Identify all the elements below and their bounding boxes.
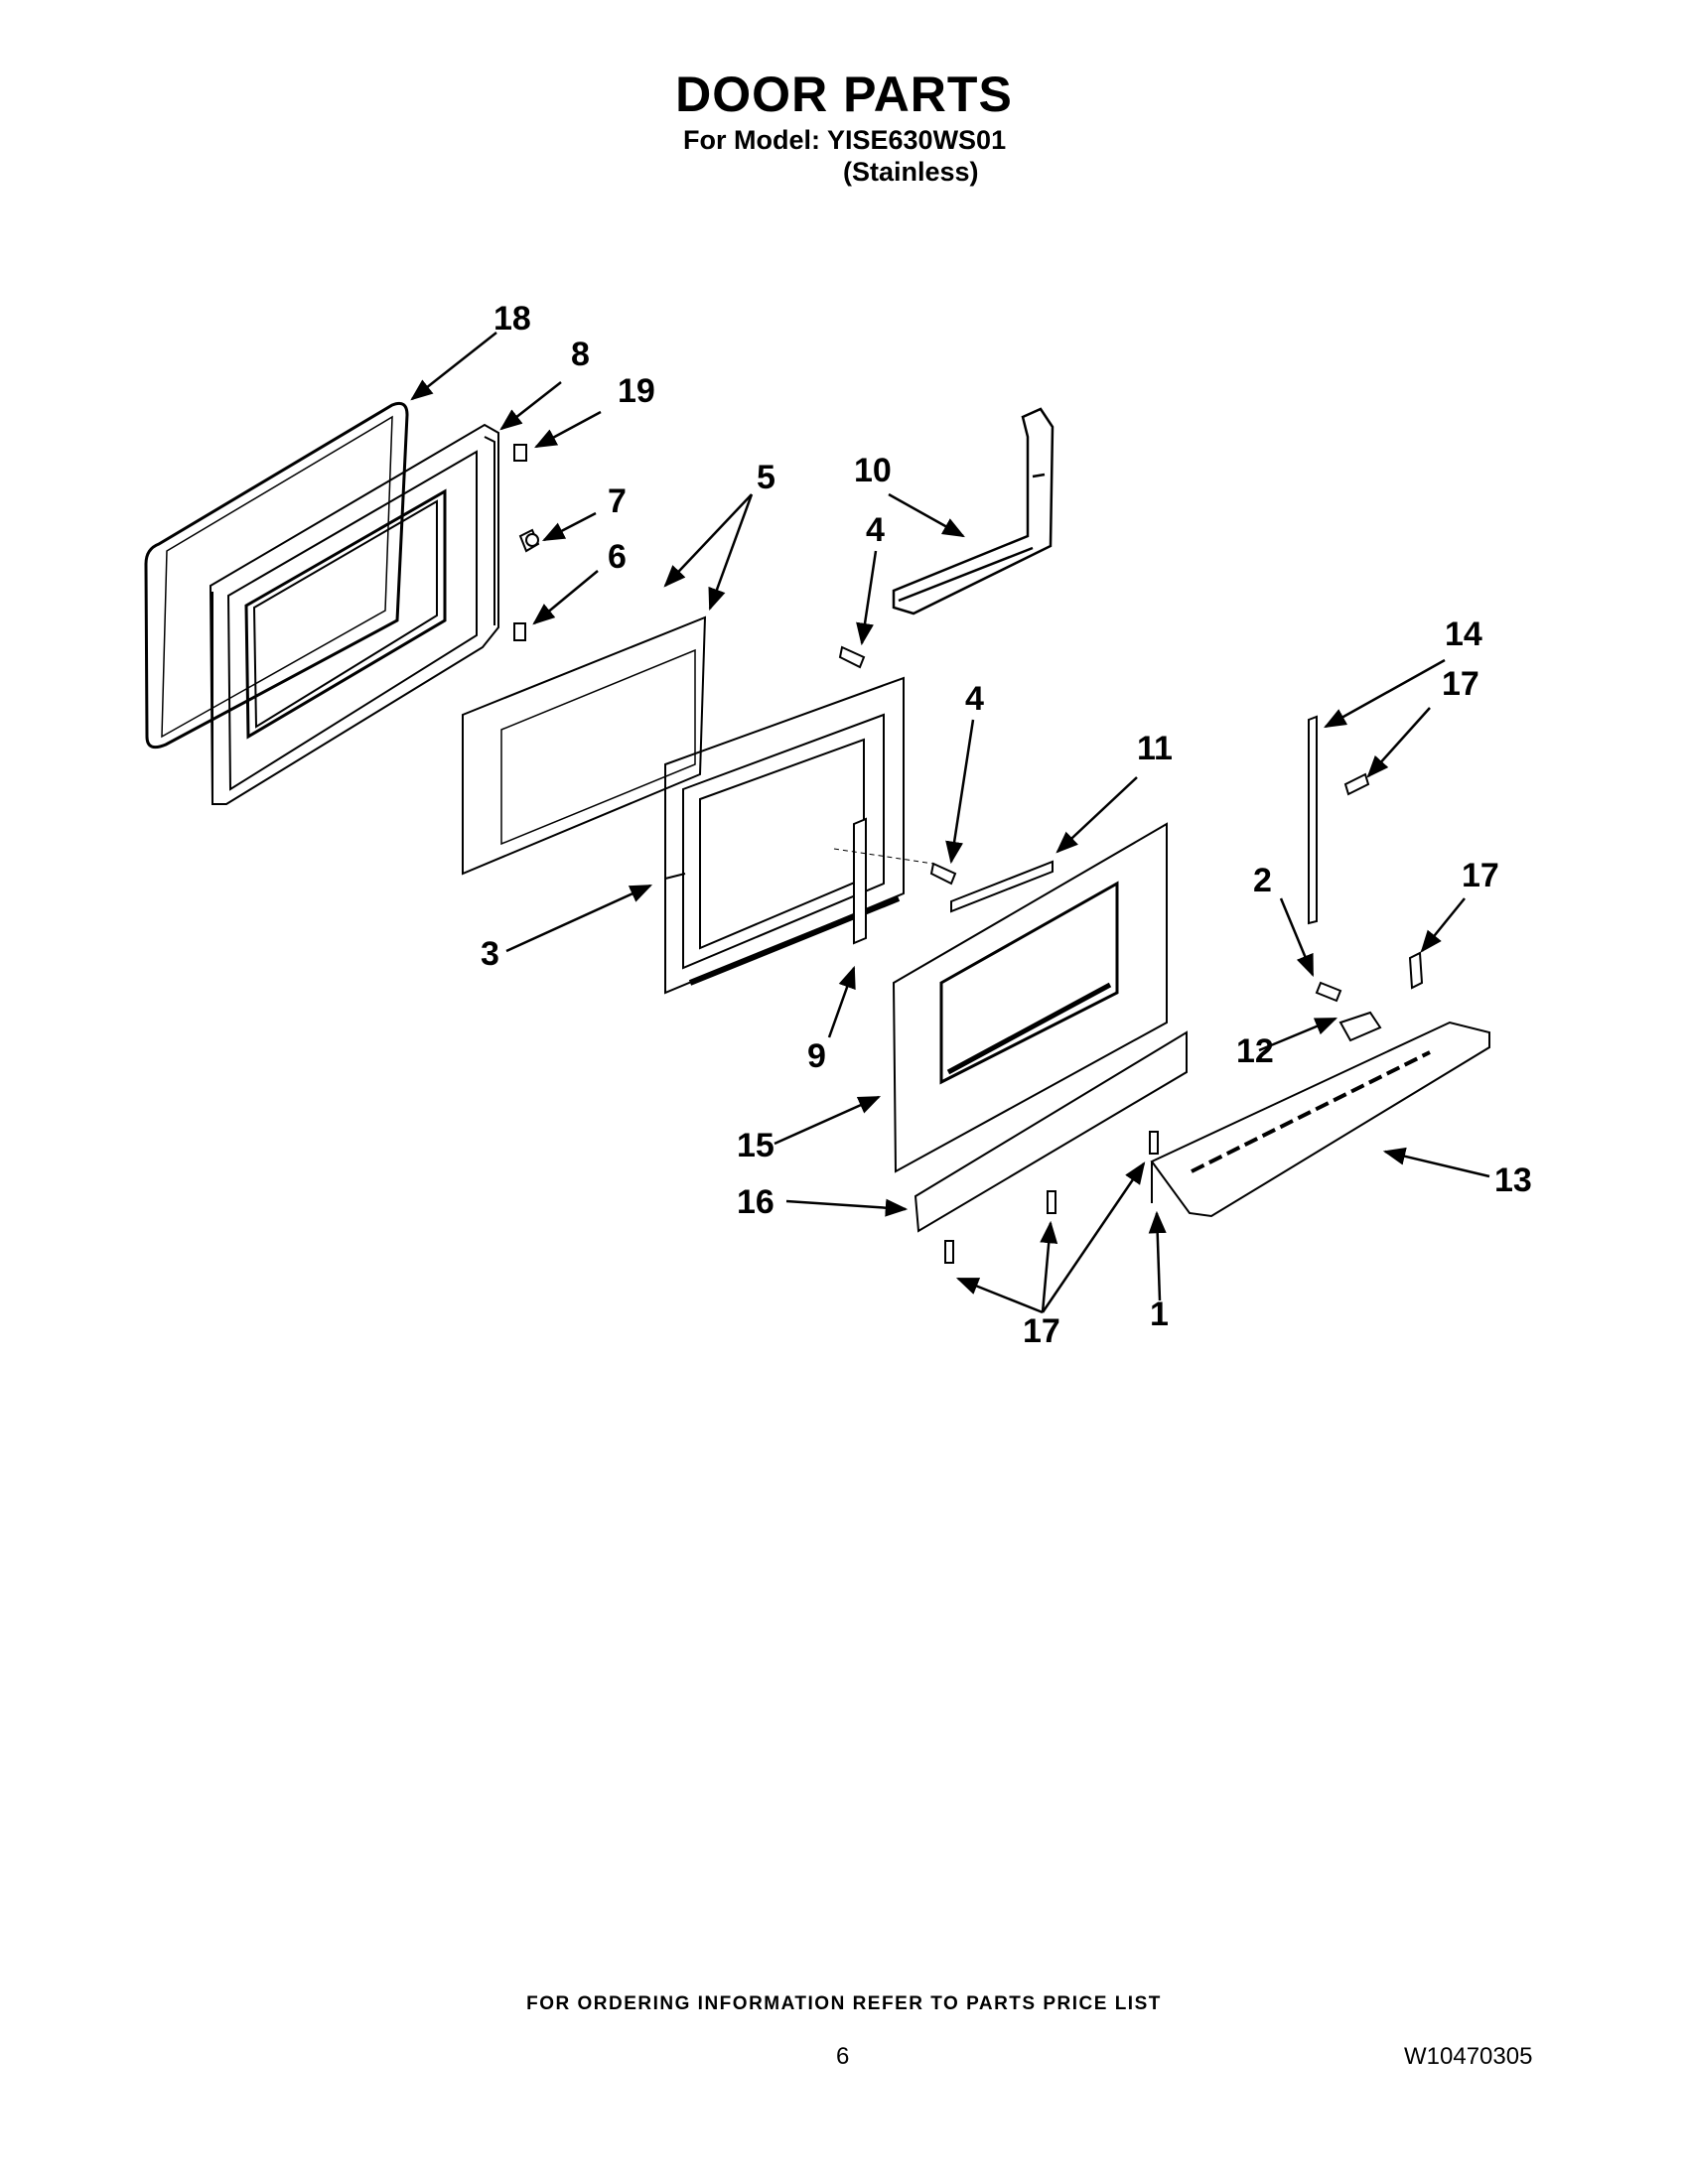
callout-labels: 18 8 19 7 6 5 10 4 4 14 17 11 3 9 2 17 1… — [481, 300, 1532, 1350]
hinge-strip-part — [853, 817, 867, 945]
callout-15: 15 — [737, 1127, 774, 1164]
inner-door-panel-part — [209, 423, 499, 805]
ordering-info-note: FOR ORDERING INFORMATION REFER TO PARTS … — [526, 1993, 1162, 2014]
side-trim-part — [1308, 715, 1318, 925]
callout-6: 6 — [608, 538, 627, 576]
callout-4-mid: 4 — [965, 680, 984, 718]
callout-12: 12 — [1236, 1032, 1274, 1070]
callout-4-top: 4 — [866, 511, 885, 549]
page-number: 6 — [836, 2043, 850, 2070]
callout-5: 5 — [757, 459, 775, 496]
callout-1: 1 — [1150, 1296, 1169, 1333]
callout-7: 7 — [608, 482, 627, 520]
model-line: For Model: YISE630WS01 — [683, 125, 1007, 155]
callout-18: 18 — [493, 300, 531, 338]
callout-19: 19 — [618, 372, 655, 410]
vent-strip-part — [950, 860, 1054, 913]
door-gasket-part — [144, 401, 409, 750]
hinge-clip-parts — [1315, 981, 1382, 1042]
callout-17-bottom: 17 — [1023, 1312, 1060, 1350]
callout-9: 9 — [807, 1037, 826, 1075]
callout-2: 2 — [1253, 862, 1272, 899]
bottom-trim-part — [914, 1030, 1188, 1233]
callout-10: 10 — [854, 452, 892, 489]
door-handle-part — [892, 407, 1055, 615]
page-title: DOOR PARTS — [675, 67, 1013, 122]
document-number: W10470305 — [1404, 2043, 1533, 2070]
callout-3: 3 — [481, 935, 499, 973]
vent-trim-part — [1150, 1021, 1490, 1218]
callout-8: 8 — [571, 336, 590, 373]
callout-17-right: 17 — [1462, 857, 1499, 894]
callout-13: 13 — [1494, 1161, 1532, 1199]
callout-17-top: 17 — [1442, 665, 1479, 703]
small-clip-parts — [513, 444, 540, 641]
outer-door-panel-part — [892, 822, 1168, 1173]
callout-16: 16 — [737, 1183, 774, 1221]
callout-11: 11 — [1137, 730, 1173, 767]
screw-parts-4 — [838, 645, 957, 886]
screw-parts-17 — [944, 772, 1424, 1264]
callout-14: 14 — [1445, 615, 1482, 653]
leader-lines — [410, 332, 1490, 1314]
model-variant: (Stainless) — [843, 157, 979, 187]
inner-glass-part — [462, 615, 707, 876]
